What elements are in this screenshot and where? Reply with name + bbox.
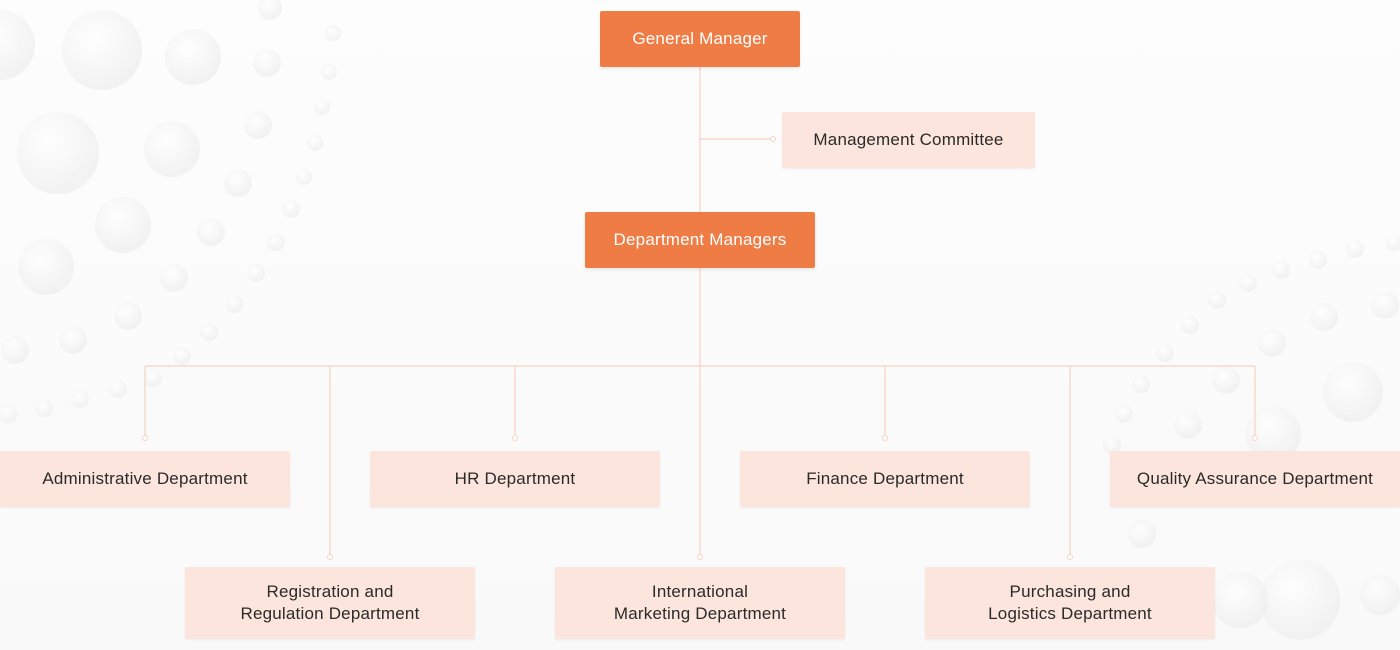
background-bubble [1258, 329, 1286, 357]
connector-end-dot [770, 136, 776, 142]
background-bubble [0, 405, 17, 423]
background-bubble [1360, 575, 1400, 615]
background-bubble [1212, 366, 1240, 394]
connector-end-dot [882, 435, 888, 441]
node-label: Department Managers [613, 230, 787, 249]
background-bubble [95, 197, 151, 253]
background-bubble [1, 336, 29, 364]
background-bubble [225, 295, 243, 313]
background-bubble [1309, 251, 1327, 269]
background-bubble [1323, 362, 1383, 422]
node-management-committee: Management Committee [782, 112, 1035, 168]
node-label: Quality Assurance Department [1136, 469, 1374, 488]
background-bubble [1181, 316, 1199, 334]
background-bubble [1310, 303, 1338, 331]
background-bubble [1208, 291, 1226, 309]
node-label: General Manager [632, 29, 768, 48]
background-bubble [114, 302, 142, 330]
background-bubble [296, 169, 312, 185]
background-bubble [18, 239, 74, 295]
background-bubble [258, 0, 282, 20]
node-registration-regulation-department: Registration and Regulation Department [185, 567, 475, 639]
background-bubble [307, 135, 323, 151]
background-bubble [144, 369, 162, 387]
background-bubble [17, 112, 99, 194]
background-bubble [71, 390, 89, 408]
node-general-manager: General Manager [600, 11, 800, 67]
background-bubble [1245, 406, 1301, 462]
background-bubble [1156, 344, 1174, 362]
background-bubble [144, 121, 200, 177]
background-bubble [173, 347, 191, 365]
background-bubble [282, 200, 300, 218]
background-bubble [160, 264, 188, 292]
connector-end-dot [697, 554, 703, 560]
background-bubble [62, 10, 142, 90]
connector-end-dot [327, 554, 333, 560]
background-bubble [325, 25, 341, 41]
background-bubble [35, 399, 53, 417]
background-bubble [1212, 572, 1268, 628]
background-bubble [247, 264, 265, 282]
background-bubble [59, 326, 87, 354]
node-label: Purchasing and Logistics Department [988, 582, 1152, 623]
node-international-marketing-department: International Marketing Department [555, 567, 845, 639]
node-administrative-department: Administrative Department [0, 451, 290, 507]
background-bubble [1371, 291, 1399, 319]
background-bubble [321, 64, 337, 80]
connector-end-dot [142, 435, 148, 441]
node-label: Registration and Regulation Department [240, 582, 420, 623]
background-bubble [1260, 560, 1340, 640]
background-bubble [1386, 235, 1400, 251]
background-bubble [1115, 405, 1133, 423]
background-bubble [244, 111, 272, 139]
connector-end-dot [1067, 554, 1073, 560]
node-purchasing-logistics-department: Purchasing and Logistics Department [925, 567, 1215, 639]
background-bubble [1132, 375, 1150, 393]
background-bubble [1103, 436, 1121, 454]
node-department-managers: Department Managers [585, 212, 815, 268]
node-label: Administrative Department [42, 469, 248, 488]
background-bubble [314, 99, 330, 115]
background-bubble [1346, 240, 1364, 258]
background-bubble [224, 169, 252, 197]
background-bubble [109, 380, 127, 398]
background-bubble [1174, 411, 1202, 439]
background-bubble [200, 323, 218, 341]
node-hr-department: HR Department [370, 451, 660, 507]
node-label: Management Committee [813, 130, 1004, 149]
background-bubble [0, 10, 35, 80]
background-bubble [267, 233, 285, 251]
node-quality-assurance-department: Quality Assurance Department [1110, 451, 1400, 507]
connector-end-dot [1252, 435, 1258, 441]
background-bubble [197, 218, 225, 246]
node-finance-department: Finance Department [740, 451, 1030, 507]
node-label: International Marketing Department [613, 582, 787, 623]
background-bubble [1239, 274, 1257, 292]
background-bubble [1272, 261, 1290, 279]
connector-end-dot [512, 435, 518, 441]
background-bubble [253, 49, 281, 77]
node-label: Finance Department [806, 469, 964, 488]
background-bubble [1128, 520, 1156, 548]
node-label: HR Department [454, 469, 576, 488]
background-bubble [165, 29, 221, 85]
